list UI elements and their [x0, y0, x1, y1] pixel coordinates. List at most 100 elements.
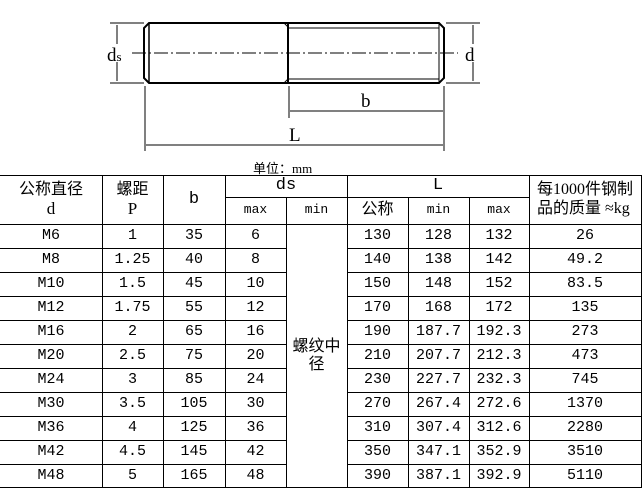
cell-mass: 745: [571, 371, 599, 389]
header-mass: 每1000件钢制 品的质量 ≈kg: [529, 175, 641, 224]
cell-L-max: 312.6: [476, 419, 522, 437]
cell-L-nominal: 140: [363, 251, 391, 269]
row-line: [0, 248, 286, 249]
cell-b: 125: [180, 419, 208, 437]
ds-min-note-line1: 螺纹中: [292, 337, 341, 355]
cell-nominal-diameter: M30: [37, 395, 65, 413]
cell-L-min: 227.7: [415, 371, 461, 389]
cell-mass: 2280: [566, 419, 603, 437]
header-pitch: 螺距 P: [102, 175, 163, 224]
cell-L-min: 347.1: [415, 443, 461, 461]
cell-ds-max: 30: [246, 395, 265, 413]
cell-nominal-diameter: M42: [37, 443, 65, 461]
cell-mass: 83.5: [566, 275, 603, 293]
row-line: [347, 320, 641, 321]
cell-b: 75: [184, 347, 203, 365]
cell-L-nominal: 150: [363, 275, 391, 293]
row-line: [0, 416, 286, 417]
col-line: [102, 175, 103, 488]
cell-b: 65: [184, 323, 203, 341]
row-line: [0, 320, 286, 321]
cell-L-max: 132: [485, 227, 513, 245]
row-line: [0, 344, 286, 345]
cell-ds-max: 16: [246, 323, 265, 341]
ds-min-pitch-diameter-note: 螺纹中 径: [286, 224, 347, 488]
cell-ds-max: 8: [250, 251, 260, 269]
b-label: b: [361, 91, 371, 112]
row-line: [0, 224, 641, 225]
cell-L-nominal: 130: [363, 227, 391, 245]
cell-L-min: 187.7: [415, 323, 461, 341]
row-line: [347, 464, 641, 465]
cell-L-nominal: 190: [363, 323, 391, 341]
cell-b: 55: [184, 299, 203, 317]
cell-mass: 3510: [566, 443, 603, 461]
cell-nominal-diameter: M8: [41, 251, 60, 269]
row-line: [347, 392, 641, 393]
cell-ds-max: 12: [246, 299, 265, 317]
cell-b: 85: [184, 371, 203, 389]
header-L: L: [432, 176, 444, 196]
cell-nominal-diameter: M10: [37, 275, 65, 293]
cell-L-min: 307.4: [415, 419, 461, 437]
cell-mass: 135: [571, 299, 599, 317]
cell-L-max: 152: [485, 275, 513, 293]
table-top-border: [0, 175, 641, 176]
row-line: [347, 440, 641, 441]
row-line: [347, 416, 641, 417]
col-line: [286, 197, 287, 488]
cell-L-min: 138: [424, 251, 452, 269]
col-line: [163, 175, 164, 488]
header-L-min: min: [426, 202, 451, 218]
cell-L-min: 148: [424, 275, 452, 293]
header-mass-line1: 每1000件钢制: [537, 181, 634, 199]
cell-L-nominal: 350: [363, 443, 391, 461]
header-nominal-diameter: 公称直径 d: [0, 175, 102, 224]
cell-ds-max: 36: [246, 419, 265, 437]
col-line: [225, 175, 226, 488]
cell-L-min: 207.7: [415, 347, 461, 365]
cell-b: 145: [180, 443, 208, 461]
header-ds-max: max: [243, 202, 268, 218]
cell-pitch: 5: [127, 467, 137, 485]
cell-b: 105: [180, 395, 208, 413]
cell-L-nominal: 170: [363, 299, 391, 317]
header-L-nominal: 公称: [361, 201, 394, 219]
row-line: [347, 368, 641, 369]
cell-nominal-diameter: M12: [37, 299, 65, 317]
row-line: [347, 296, 641, 297]
cell-b: 35: [184, 227, 203, 245]
header-b: b: [188, 189, 200, 209]
cell-L-max: 172: [485, 299, 513, 317]
d-label: d: [465, 45, 475, 66]
cell-L-max: 142: [485, 251, 513, 269]
cell-pitch: 4.5: [118, 443, 146, 461]
header-nominal-diameter-cn: 公称直径: [18, 180, 83, 198]
row-line: [347, 248, 641, 249]
cell-L-max: 232.3: [476, 371, 522, 389]
cell-mass: 273: [571, 323, 599, 341]
cell-L-min: 168: [424, 299, 452, 317]
cell-L-min: 387.1: [415, 467, 461, 485]
cell-pitch: 1.75: [114, 299, 151, 317]
row-line: [0, 368, 286, 369]
cell-mass: 49.2: [566, 251, 603, 269]
cell-pitch: 2: [127, 323, 137, 341]
row-line: [347, 272, 641, 273]
row-line: [0, 440, 286, 441]
header-ds: ds: [275, 176, 297, 196]
cell-L-nominal: 270: [363, 395, 391, 413]
cell-L-nominal: 210: [363, 347, 391, 365]
col-line: [347, 175, 348, 488]
cell-L-max: 392.9: [476, 467, 522, 485]
cell-nominal-diameter: M48: [37, 467, 65, 485]
cell-nominal-diameter: M16: [37, 323, 65, 341]
cell-nominal-diameter: M36: [37, 419, 65, 437]
cell-nominal-diameter: M24: [37, 371, 65, 389]
row-line: [0, 464, 286, 465]
stud-bolt-drawing: ds d b L: [107, 22, 480, 151]
header-mass-line2: 品的质量 ≈kg: [537, 199, 630, 217]
cell-mass: 26: [575, 227, 594, 245]
cell-nominal-diameter: M6: [41, 227, 60, 245]
cell-pitch: 2.5: [118, 347, 146, 365]
